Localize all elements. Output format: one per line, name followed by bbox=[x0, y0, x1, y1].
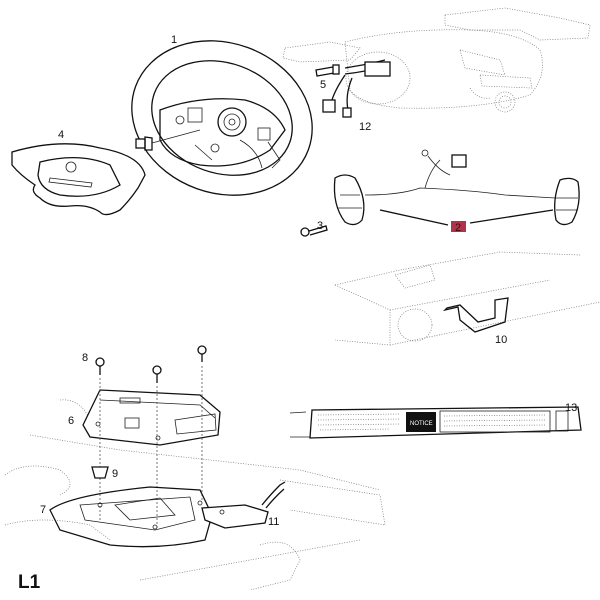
horn-switch-assembly bbox=[333, 149, 580, 226]
notice-text-lines bbox=[317, 413, 546, 431]
figure-label: L1 bbox=[18, 572, 41, 593]
callout-11: 11 bbox=[268, 516, 279, 528]
screw-3 bbox=[300, 225, 328, 237]
callout-2-highlight bbox=[451, 221, 466, 232]
callout-2: 2 bbox=[455, 222, 461, 234]
callout-12: 12 bbox=[359, 121, 371, 133]
clockspring-wiring bbox=[322, 59, 391, 118]
steering-wheel bbox=[131, 40, 313, 196]
callout-10: 10 bbox=[495, 334, 507, 346]
callout-1: 1 bbox=[171, 34, 177, 46]
airbag-module bbox=[11, 143, 146, 216]
notice-badge bbox=[406, 412, 436, 432]
callout-9: 9 bbox=[112, 468, 118, 480]
crossbeam-and-bracket bbox=[334, 251, 600, 346]
bolt-5 bbox=[315, 64, 340, 77]
steering-wheel-nut bbox=[135, 129, 201, 151]
callouts: 1 2 3 4 5 6 7 8 9 10 11 12 13 bbox=[40, 34, 577, 528]
callout-5: 5 bbox=[320, 79, 326, 91]
steering-column-housing bbox=[282, 7, 591, 113]
callout-6: 6 bbox=[68, 415, 74, 427]
nut-9 bbox=[91, 466, 109, 479]
callout-4: 4 bbox=[58, 129, 64, 141]
callout-13: 13 bbox=[565, 402, 577, 414]
callout-8: 8 bbox=[82, 352, 88, 364]
sensor-11 bbox=[201, 481, 286, 529]
notice-word: NOTICE bbox=[410, 421, 433, 427]
callout-7: 7 bbox=[40, 504, 46, 516]
mounting-bracket-7 bbox=[49, 486, 213, 548]
callout-3: 3 bbox=[317, 220, 323, 232]
mounting-bolts-8 bbox=[95, 345, 207, 530]
airbag-control-module bbox=[82, 389, 221, 446]
notice-label: NOTICE bbox=[289, 406, 582, 439]
